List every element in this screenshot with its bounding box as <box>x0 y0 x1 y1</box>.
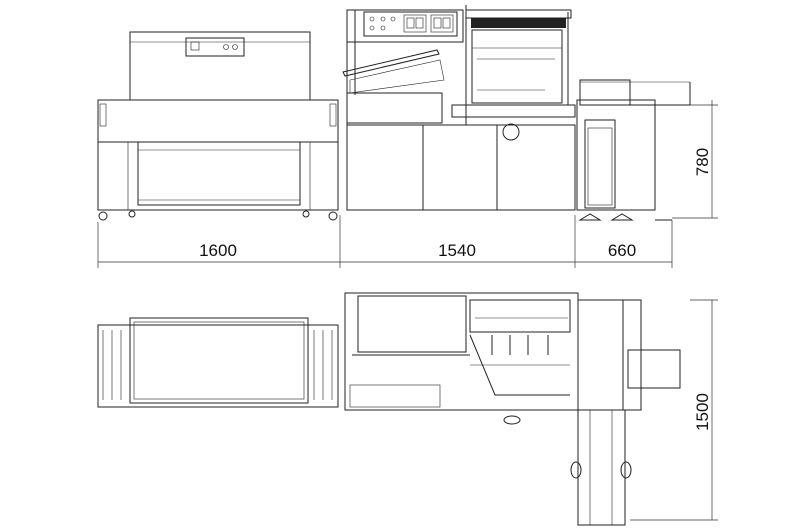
dim-height: 780 <box>693 148 712 176</box>
front-dimensions: 1600 1540 660 780 <box>97 100 718 268</box>
tunnel-control-panel <box>185 37 245 57</box>
emergency-stop-icon <box>502 123 520 141</box>
dim-feeder-length: 660 <box>608 241 636 260</box>
dim-tunnel-length: 1600 <box>199 241 237 260</box>
dim-depth: 1500 <box>693 393 712 431</box>
feeder-front <box>576 79 691 221</box>
shrink-tunnel-front <box>97 31 339 221</box>
sealer-top <box>344 292 579 425</box>
sealer-front <box>342 5 576 211</box>
top-view: 1500 <box>97 292 718 526</box>
shrink-tunnel-top <box>97 317 339 408</box>
front-view: 1600 1540 660 780 <box>97 5 718 268</box>
top-dimensions: 1500 <box>630 299 718 521</box>
feeder-top <box>570 299 681 526</box>
sealer-control-panel <box>363 11 458 37</box>
dim-sealer-length: 1540 <box>438 241 476 260</box>
